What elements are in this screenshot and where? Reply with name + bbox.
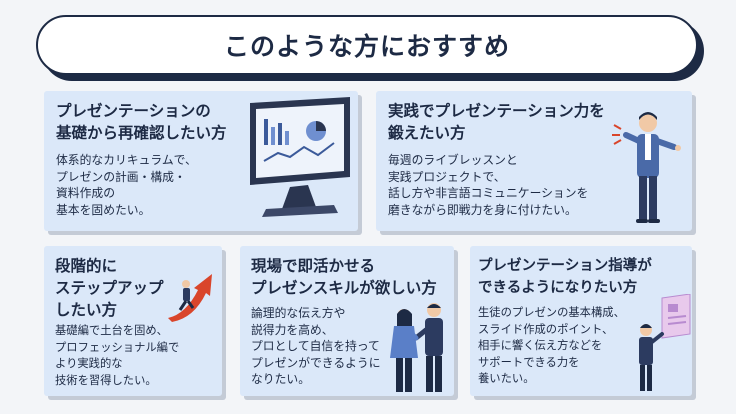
card-body: 論理的な伝え方や 説得力を高め、 プロとして自信を持って プレゼンができるように… (251, 306, 381, 386)
card-heading: 現場で即活かせる プレゼンスキルが欲しい方 (251, 257, 437, 297)
card-heading: プレゼンテーションの 基礎から再確認したい方 (56, 102, 227, 142)
card-body: 毎週のライブレッスンと 実践プロジェクトで、 話し方や非言語コミュニケーションを… (388, 153, 589, 217)
page-title: このような方におすすめ (223, 32, 510, 61)
card-instructor: プレゼンテーション指導が できるようになりたい方 生徒のプレゼンの基本構成、 ス… (470, 246, 692, 396)
card-heading: 段階的に ステップアップ したい方 (55, 257, 164, 319)
card-basics: プレゼンテーションの 基礎から再確認したい方 体系的なカリキュラムで、 プレゼン… (44, 91, 358, 231)
teacher-screen-illustration (639, 294, 691, 391)
card-body: 基礎編で土台を固め、 プロフェッショナル編で より実践的な 技術を習得したい。 (55, 324, 180, 387)
card-body: 体系的なカリキュラムで、 プレゼンの計画・構成・ 資料作成の 基本を固めたい。 (56, 153, 197, 217)
computer-monitor-chart-illustration (250, 97, 350, 217)
card-step-up: 段階的に ステップアップ したい方 基礎編で土台を固め、 プロフェッショナル編で… (44, 246, 222, 396)
title-banner: このような方におすすめ (36, 15, 698, 75)
card-field-skills: 現場で即活かせる プレゼンスキルが欲しい方 論理的な伝え方や 説得力を高め、 プ… (240, 246, 454, 396)
card-practice: 実践でプレゼンテーション力を 鍛えたい方 毎週のライブレッスンと 実践プロジェク… (376, 91, 692, 231)
handshake-illustration (390, 303, 443, 392)
card-heading: プレゼンテーション指導が できるようになりたい方 (478, 258, 652, 296)
climbing-arrow-illustration (168, 274, 212, 322)
speaking-man-illustration (612, 112, 681, 223)
card-body: 生徒のプレゼンの基本構成、 スライド作成のポイント、 相手に響く伝え方などを サ… (478, 306, 625, 385)
card-heading: 実践でプレゼンテーション力を 鍛えたい方 (388, 102, 605, 142)
